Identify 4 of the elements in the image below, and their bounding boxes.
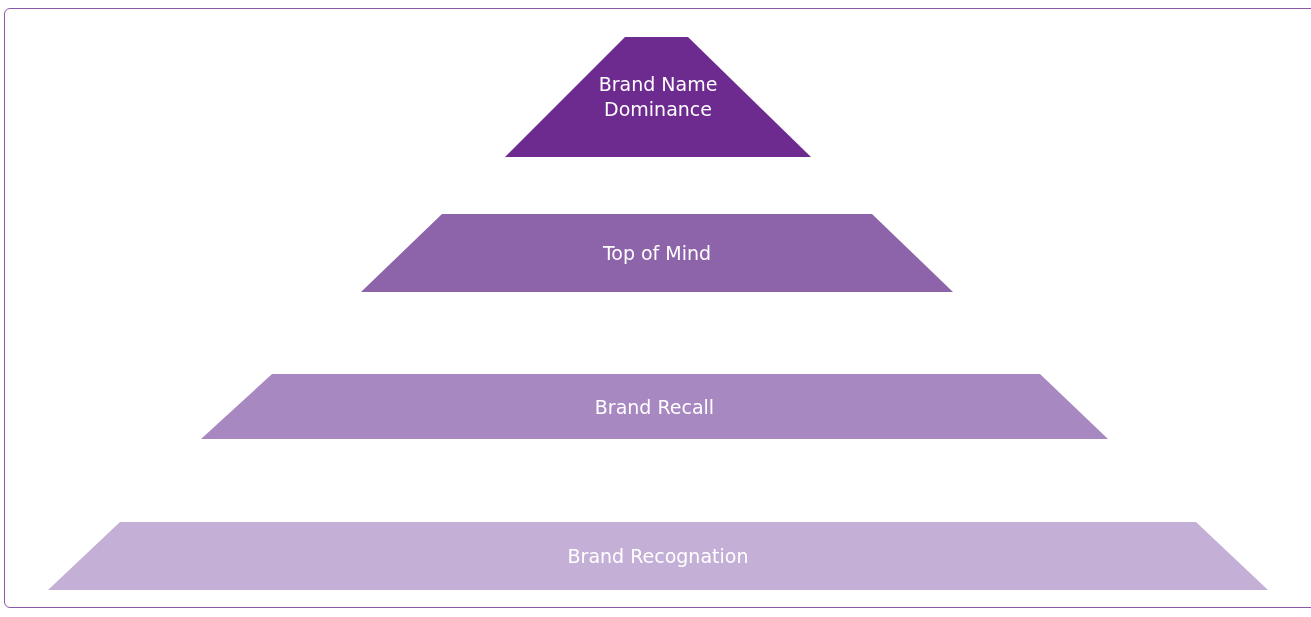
level-label: Brand Recall xyxy=(594,394,715,419)
level-label: Top of Mind xyxy=(602,240,712,266)
level-label: Brand Recognation xyxy=(567,543,749,569)
level-label: Brand Name Dominance xyxy=(597,72,719,122)
